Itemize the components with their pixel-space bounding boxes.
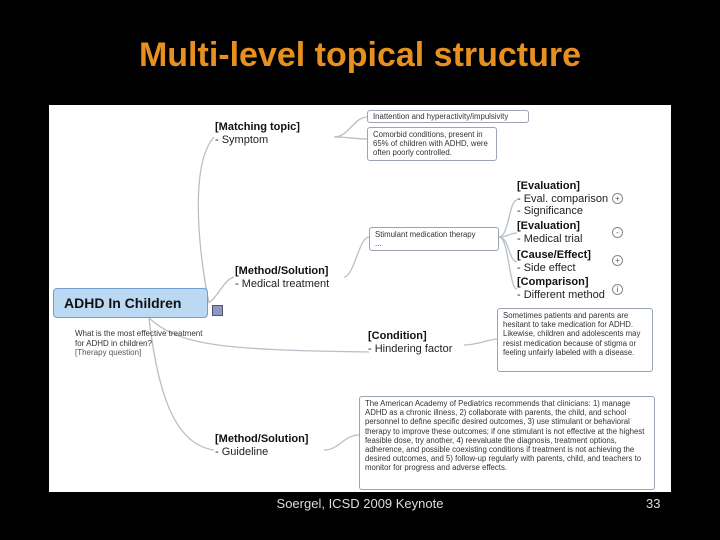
box-aap-guideline[interactable]: The American Academy of Pediatrics recom… (359, 396, 655, 490)
branch-method-medical[interactable]: [Method/Solution] - Medical treatment (235, 265, 329, 290)
box-stimulant[interactable]: Stimulant medication therapy ... (369, 227, 499, 251)
note-icon[interactable] (212, 305, 223, 316)
branch-sub: - Medical treatment (235, 277, 330, 290)
mind-map: ADHD In Children What is the most effect… (49, 105, 671, 492)
collapse-icon[interactable]: - (612, 227, 623, 238)
sub-node-comparison[interactable]: [Comparison] - Different method (517, 276, 605, 301)
branch-condition[interactable]: [Condition] - Hindering factor (368, 330, 452, 355)
branch-head: [Method/Solution] (215, 433, 309, 445)
box-comorbid[interactable]: Comorbid conditions, present in 65% of c… (367, 127, 497, 161)
branch-matching-topic[interactable]: [Matching topic] - Symptom (215, 121, 300, 146)
sub-node-head: [Evaluation] (517, 220, 580, 232)
sub-node-cause-effect[interactable]: [Cause/Effect] - Side effect (517, 249, 591, 274)
sub-node-evaluation-1[interactable]: [Evaluation] - Eval. comparison - Signif… (517, 180, 608, 218)
info-icon[interactable]: i (612, 284, 623, 295)
sub-node-line: - Significance (517, 205, 584, 217)
box-text: Inattention and hyperactivity/impulsivit… (373, 112, 509, 121)
root-node[interactable]: ADHD In Children (53, 288, 208, 318)
expand-icon[interactable]: + (612, 255, 623, 266)
sub-node-head: [Cause/Effect] (517, 249, 591, 261)
slide-title: Multi-level topical structure (138, 36, 582, 74)
box-text-2: ... (375, 239, 382, 249)
branch-head: [Condition] (368, 330, 427, 342)
therapy-question: What is the most effective treatment for… (75, 329, 203, 348)
branch-sub: - Guideline (215, 445, 269, 458)
sub-node-head: [Comparison] (517, 276, 589, 288)
box-text: The American Academy of Pediatrics recom… (365, 399, 645, 473)
box-text: Comorbid conditions, present in 65% of c… (373, 130, 488, 158)
sub-node-line: - Eval. comparison (517, 192, 609, 205)
box-text: Stimulant medication therapy (375, 230, 476, 239)
page-number: 33 (646, 496, 661, 511)
therapy-question-tag: [Therapy question] (75, 348, 142, 357)
root-label: ADHD In Children (64, 295, 182, 311)
slide-footer: Soergel, ICSD 2009 Keynote 33 (0, 494, 720, 514)
box-text: Sometimes patients and parents are hesit… (503, 311, 641, 357)
branch-sub: - Hindering factor (368, 342, 453, 355)
sub-node-line: - Medical trial (517, 232, 583, 245)
connector-lines (148, 116, 518, 451)
root-note: What is the most effective treatment for… (75, 329, 205, 358)
sub-node-line: - Different method (517, 288, 605, 301)
branch-sub: - Symptom (215, 133, 269, 146)
box-inattention[interactable]: Inattention and hyperactivity/impulsivit… (367, 110, 529, 123)
expand-icon[interactable]: + (612, 193, 623, 204)
footer-credit: Soergel, ICSD 2009 Keynote (276, 496, 444, 511)
sub-node-evaluation-2[interactable]: [Evaluation] - Medical trial (517, 220, 582, 245)
branch-head: [Method/Solution] (235, 265, 329, 277)
sub-node-line: - Side effect (517, 261, 576, 274)
branch-method-guideline[interactable]: [Method/Solution] - Guideline (215, 433, 308, 458)
box-parents[interactable]: Sometimes patients and parents are hesit… (497, 308, 653, 372)
sub-node-head: [Evaluation] (517, 180, 580, 192)
branch-head: [Matching topic] (215, 121, 300, 133)
